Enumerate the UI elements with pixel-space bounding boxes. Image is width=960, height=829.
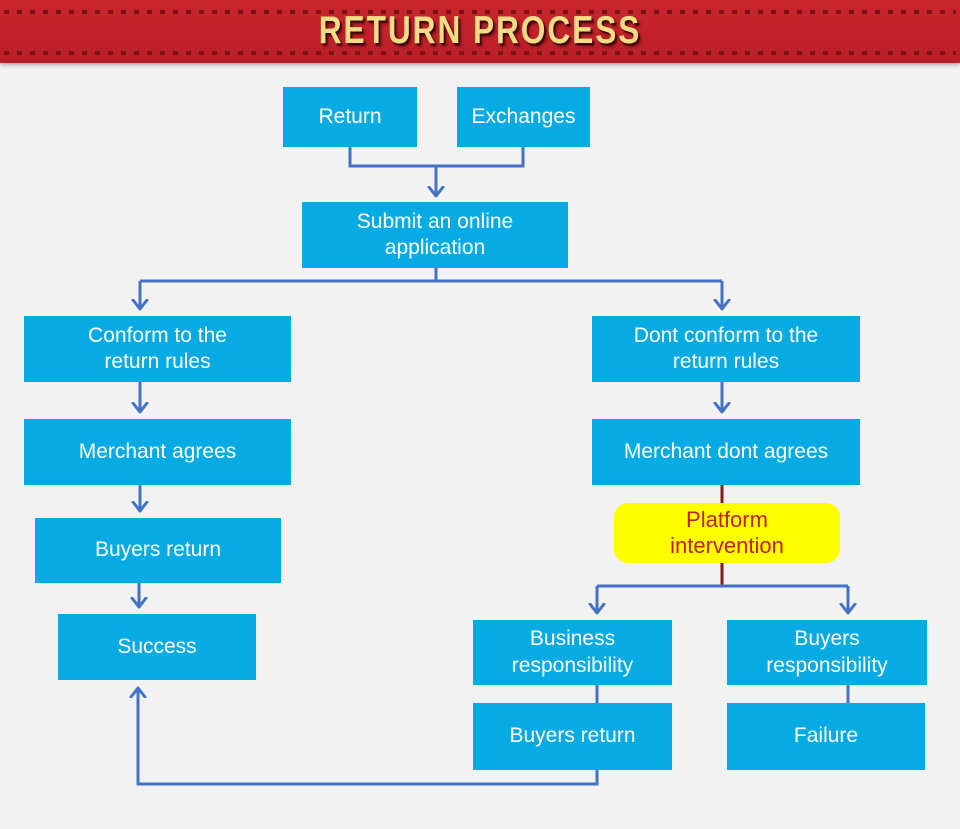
node-buyers-return-left-label: Buyers return: [94, 538, 222, 562]
page-title-text: RETURN PROCESS: [318, 7, 642, 52]
node-merchant-dont-agrees: Merchant dont agrees: [592, 419, 860, 485]
node-success-label: Success: [117, 634, 197, 658]
connector-return-exchanges-join: [348, 147, 525, 168]
node-merchant-dont-agrees-label: Merchant dont agrees: [623, 439, 829, 463]
node-merchant-agrees-label: Merchant agrees: [78, 439, 237, 463]
node-return: Return: [283, 87, 417, 147]
stitch-line-bottom: [4, 51, 956, 55]
node-business-responsibility: Business responsibility: [473, 620, 672, 685]
node-dont-conform-rules-label: Dont conform to the return rules: [633, 323, 819, 373]
node-platform-intervention: Platform intervention: [614, 503, 840, 563]
node-dont-conform-rules: Dont conform to the return rules: [592, 316, 860, 382]
node-business-responsibility-label: Business responsibility: [511, 627, 634, 677]
node-success: Success: [58, 614, 256, 680]
node-conform-rules-label: Conform to the return rules: [88, 323, 227, 373]
node-failure: Failure: [727, 703, 925, 770]
page-title: RETURN PROCESS: [0, 8, 960, 52]
node-buyers-responsibility-label: Buyers responsibility: [766, 627, 888, 677]
node-platform-intervention-label: Platform intervention: [670, 506, 784, 558]
connector-submit-branch: [140, 268, 722, 283]
stitch-line-top: [4, 10, 956, 14]
node-submit-application: Submit an online application: [302, 202, 568, 268]
node-buyers-return-bottom-label: Buyers return: [509, 724, 636, 748]
node-conform-rules: Conform to the return rules: [24, 316, 291, 382]
node-buyers-return-left: Buyers return: [35, 518, 281, 583]
node-exchanges: Exchanges: [457, 87, 590, 147]
node-buyers-responsibility: Buyers responsibility: [727, 620, 927, 685]
node-exchanges-label: Exchanges: [471, 104, 576, 128]
node-submit-application-label: Submit an online application: [356, 209, 514, 259]
node-return-label: Return: [318, 104, 382, 128]
node-failure-label: Failure: [793, 724, 859, 748]
node-merchant-agrees: Merchant agrees: [24, 419, 291, 485]
node-buyers-return-bottom: Buyers return: [473, 703, 672, 770]
header-banner: RETURN PROCESS: [0, 0, 960, 63]
